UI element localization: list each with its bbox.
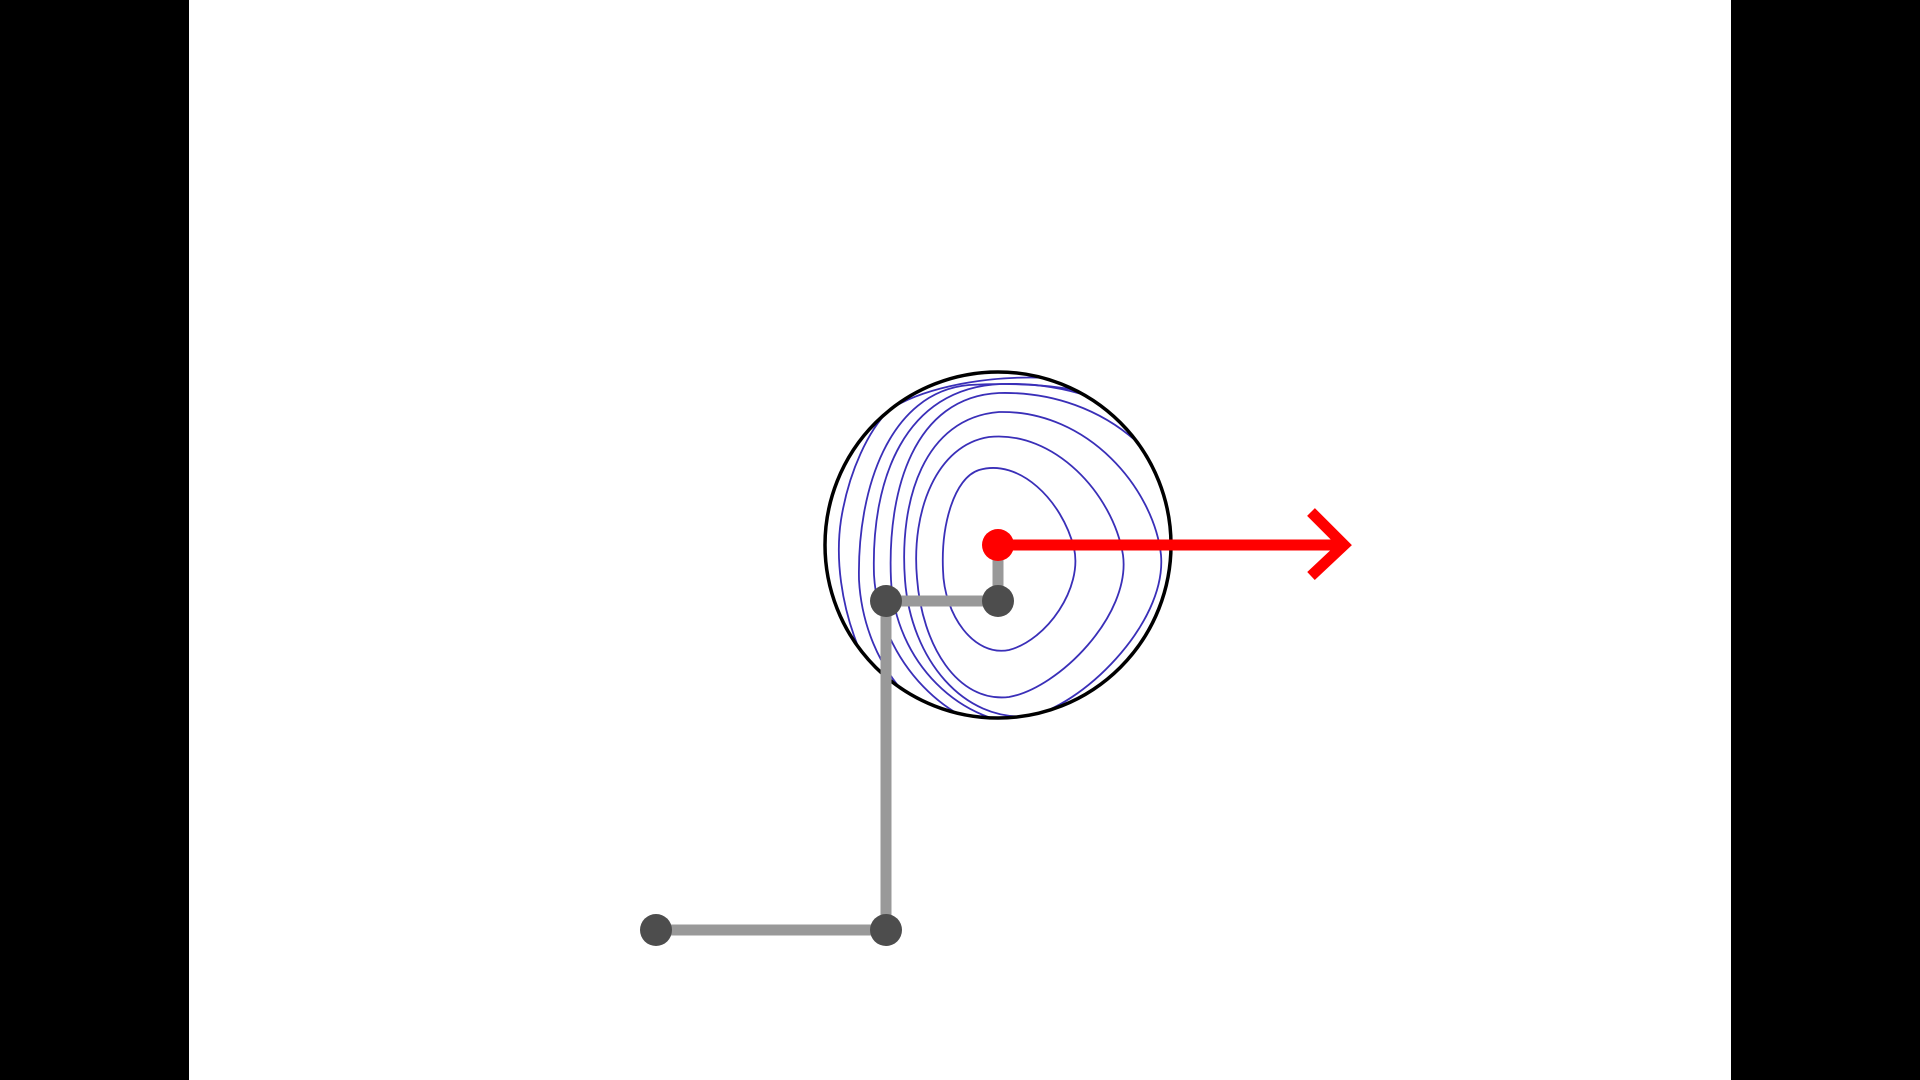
joint-4: [982, 585, 1014, 617]
joint-2: [870, 914, 902, 946]
contour-line-5: [872, 383, 1171, 718]
contour-line-6: [858, 383, 1171, 718]
joint-3: [870, 585, 902, 617]
contour-line-1: [941, 467, 1077, 652]
direction-arrow: [998, 508, 1352, 581]
arm-joints: [640, 585, 1014, 946]
diagram-canvas: [189, 0, 1731, 1080]
diagram-svg: [189, 0, 1731, 1080]
contour-line-2: [915, 435, 1125, 699]
letterbox-right: [1731, 0, 1920, 1080]
base-joint: [640, 914, 672, 946]
diagram-background: [189, 0, 1731, 1080]
end-effector-point: [982, 529, 1014, 561]
letterbox-left: [0, 0, 189, 1080]
arrow-head: [1307, 508, 1352, 581]
